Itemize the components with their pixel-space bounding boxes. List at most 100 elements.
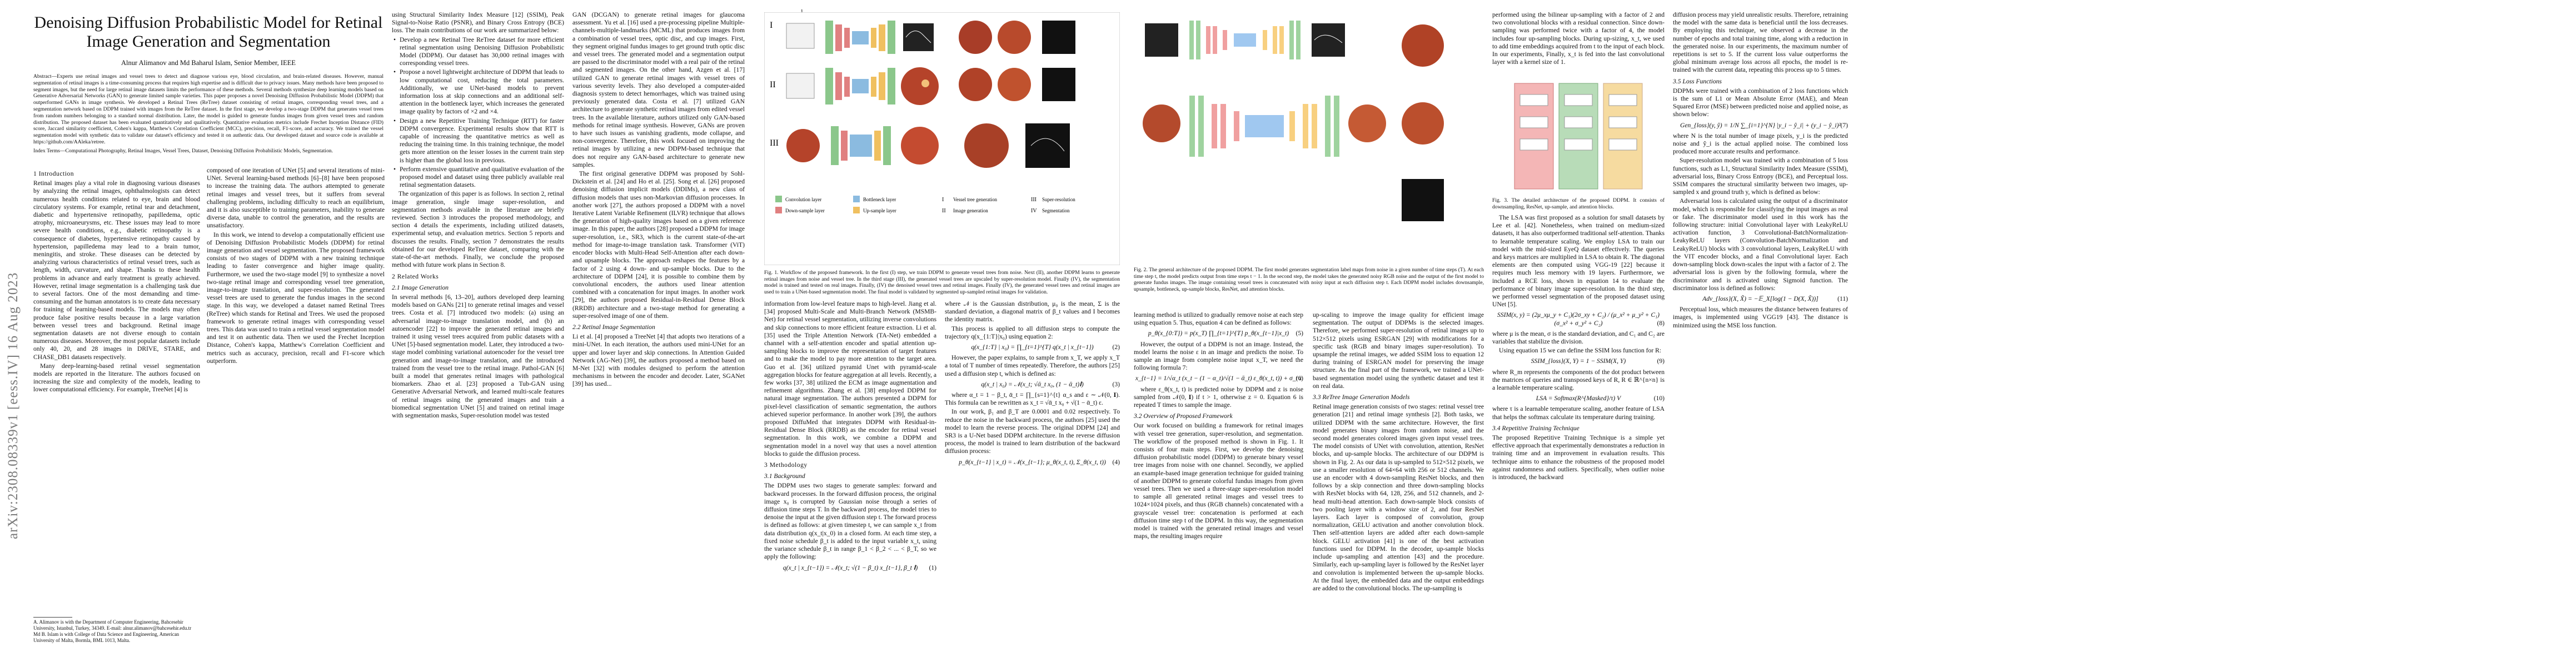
legend-text: Segmentation bbox=[1042, 208, 1070, 213]
paragraph: The first original generative DDPM was p… bbox=[572, 170, 745, 320]
legend-text: Bottleneck layer bbox=[863, 197, 896, 202]
column-8: performed using the bilinear up-sampling… bbox=[1492, 11, 1665, 67]
workflow-diagram: I II III bbox=[764, 12, 1120, 266]
column-2a: composed of one iteration of UNet [5] an… bbox=[207, 167, 385, 366]
paragraph: The LSA was first proposed as a solution… bbox=[1492, 214, 1665, 308]
figure-3-ddpm-detail bbox=[1492, 78, 1665, 195]
legend-text: Vessel tree generation bbox=[953, 197, 997, 202]
fundus-outputs bbox=[1402, 24, 1444, 221]
list-item: Perform extensive quantitative and quali… bbox=[392, 166, 564, 190]
paragraph: composed of one iteration of UNet [5] an… bbox=[207, 167, 385, 230]
middle-unet bbox=[1143, 96, 1386, 157]
paragraph: Retinal image generation consists of two… bbox=[1313, 403, 1484, 592]
paragraph: In several methods [6, 13–20], authors d… bbox=[392, 293, 564, 419]
equation-number: (4) bbox=[1112, 458, 1120, 466]
equation-body: q(x_t | x₀) = 𝒩(x_t; √ᾱ_t x₀, (1 − ᾱ_t)𝐈… bbox=[981, 380, 1084, 388]
paragraph: where ε_θ(x_t, t) is predicted noise by … bbox=[1134, 385, 1303, 409]
equation-number: (5) bbox=[1296, 330, 1303, 337]
paragraph: performed using the bilinear up-sampling… bbox=[1492, 11, 1665, 66]
equation: q(x_t | x_{t−1}) = 𝒩(x_t; √(1 − β_t) x_{… bbox=[764, 564, 936, 572]
paragraph: up-scaling to improve the image quality … bbox=[1313, 311, 1484, 390]
equation-number: (2) bbox=[1112, 344, 1120, 351]
paragraph: The organization of this paper is as fol… bbox=[392, 190, 564, 269]
paragraph: Retinal images play a vital role in diag… bbox=[33, 180, 200, 361]
equation-number: (9) bbox=[1657, 357, 1665, 365]
paragraph: In this work, we intend to develop a com… bbox=[207, 231, 385, 365]
ddpm-block-diagram bbox=[1492, 78, 1665, 195]
paragraph: where N is the total number of image pix… bbox=[1673, 132, 1848, 156]
equation-body: SSIM_{loss}(X, Y) = 1 − SSIM(X, Y) bbox=[1531, 357, 1626, 365]
paper-title: Denoising Diffusion Probabilistic Model … bbox=[34, 13, 383, 51]
section-heading-introduction: 1 Introduction bbox=[33, 170, 74, 177]
column-8b: The LSA was first proposed as a solution… bbox=[1492, 214, 1665, 482]
equation: p_θ(x_{0:T}) = p(x_T) ∏_{t=1}^{T} p_θ(x_… bbox=[1134, 330, 1303, 337]
arxiv-identifier: arXiv:2308.08339v1 [eess.IV] 16 Aug 2023 bbox=[6, 50, 28, 539]
legend-numeral: I bbox=[942, 197, 944, 203]
legend-text: Convolution layer bbox=[785, 197, 821, 202]
equation: SSIM(x, y) = (2μ_xμ_y + C₁)(2σ_xy + C₂) … bbox=[1492, 311, 1665, 327]
equation-number: (1) bbox=[929, 564, 936, 571]
paragraph: Our work focused on building a framework… bbox=[1134, 422, 1303, 540]
equation-body: x_{t−1} = 1/√α_t (x_t − (1 − α_t)/√(1 − … bbox=[1135, 375, 1302, 382]
equation: p_θ(x_{t−1} | x_t) = 𝒩(x_{t−1}; μ_θ(x_t,… bbox=[945, 459, 1120, 466]
equation-body: p_θ(x_{0:T}) = p(x_T) ∏_{t=1}^{T} p_θ(x_… bbox=[1148, 330, 1289, 337]
page-number: 1 bbox=[800, 8, 804, 15]
paragraph: Many deep-learning-based retinal vessel … bbox=[33, 362, 200, 394]
legend-numeral: III bbox=[1031, 197, 1037, 203]
paragraph: However, the output of a DDPM is not an … bbox=[1134, 340, 1303, 372]
footnote: Md B. Islam is with College of Data Scie… bbox=[33, 631, 180, 643]
equation-body: LSA = Softmax(R^{Masked}/τ) V bbox=[1536, 395, 1621, 402]
figure-1-workflow: I II III bbox=[764, 12, 1120, 266]
paragraph: The proposed Repetitive Training Techniq… bbox=[1492, 434, 1665, 481]
paragraph: GAN (DCGAN) to generate retinal images f… bbox=[572, 11, 745, 168]
section-heading-related: 2 Related Works bbox=[392, 272, 439, 280]
column-2: using Structural Similarity Index Measur… bbox=[392, 11, 564, 421]
subsection-heading: 3.5 Loss Functions bbox=[1673, 77, 1722, 85]
equation: Gen_{loss}(y, ŷ) = 1/N ∑_{i=1}^{N} |y_i … bbox=[1673, 122, 1848, 130]
architecture-diagram bbox=[1134, 12, 1484, 262]
column-3: GAN (DCGAN) to generate retinal images f… bbox=[572, 11, 745, 390]
paragraph: information from low-level feature maps … bbox=[764, 300, 936, 457]
equation-body: q(x_{1:T} | x₀) = ∏_{t=1}^{T} q(x_t | x_… bbox=[971, 344, 1094, 351]
column-7: up-scaling to improve the image quality … bbox=[1313, 311, 1484, 594]
subsection-heading: 3.1 Background bbox=[764, 472, 805, 480]
stage-label-II: II bbox=[770, 80, 776, 89]
figure-legend: Convolution layer Down-sample layer Bott… bbox=[775, 196, 1075, 214]
equation-number: (6) bbox=[1296, 375, 1303, 382]
paragraph: where μ is the mean, σ is the standard d… bbox=[1492, 330, 1665, 346]
legend-text: Down-sample layer bbox=[785, 208, 825, 213]
section-heading-methodology: 3 Methodology bbox=[764, 461, 808, 469]
equation-body: p_θ(x_{t−1} | x_t) = 𝒩(x_{t−1}; μ_θ(x_t,… bbox=[959, 458, 1106, 466]
paragraph: Using equation 15 we can define the SSIM… bbox=[1499, 347, 1662, 355]
column-1: 1 Introduction Retinal images play a vit… bbox=[33, 167, 200, 395]
abstract: Abstract—Experts use retinal images and … bbox=[33, 73, 383, 145]
paragraph: This process is applied to all diffusion… bbox=[945, 325, 1120, 340]
equation-number: (11) bbox=[1837, 295, 1848, 302]
paragraph: where R_m represents the components of t… bbox=[1492, 368, 1665, 392]
stage-I-network bbox=[786, 21, 934, 54]
paper-authors: Alnur Alimanov and Md Baharul Islam, Sen… bbox=[121, 59, 296, 67]
figure-2-caption: Fig. 2. The general architecture of the … bbox=[1134, 267, 1484, 292]
column-4: information from low-level feature maps … bbox=[764, 300, 936, 575]
paragraph: where 𝒩 is the Gaussian distribution, μ₀… bbox=[945, 300, 1120, 323]
paragraph: learning method is utilized to gradually… bbox=[1134, 311, 1303, 327]
list-item: Design a new Repetitive Training Techniq… bbox=[392, 117, 564, 165]
column-9: diffusion process may yield unrealistic … bbox=[1673, 11, 1848, 331]
equation-number: (10) bbox=[1653, 395, 1665, 402]
paragraph: The DDPM uses two stages to generate sam… bbox=[764, 482, 936, 561]
figure-2-architecture bbox=[1134, 12, 1484, 262]
subsection-heading: 2.2 Retinal Image Segmentation bbox=[572, 323, 655, 331]
subsection-heading: 3.3 ReTree Image Generation Models bbox=[1313, 394, 1410, 401]
paragraph: However, the paper explains, to sample f… bbox=[945, 354, 1120, 377]
legend-numeral: II bbox=[942, 208, 946, 214]
equation-body: Adv_{loss}(X, X̃) = −𝔼_X[log(1 − D(X, X̃… bbox=[1702, 295, 1818, 302]
legend-text: Image generation bbox=[953, 208, 988, 213]
list-item: Develop a new Retinal Tree ReTree datase… bbox=[392, 36, 564, 68]
paragraph: In our work, β₁ and β_T are 0.0001 and 0… bbox=[945, 408, 1120, 455]
generated-samples-grid bbox=[959, 21, 1075, 168]
equation-body: q(x_t | x_{t−1}) = 𝒩(x_t; √(1 − β_t) x_{… bbox=[783, 564, 918, 571]
subsection-heading: 2.1 Image Generation bbox=[392, 283, 449, 291]
paragraph: where α_t = 1 − β_t, ᾱ_t = ∏_{s=1}^{t} α… bbox=[945, 391, 1120, 407]
paragraph: diffusion process may yield unrealistic … bbox=[1673, 11, 1848, 74]
column-6: learning method is utilized to gradually… bbox=[1134, 311, 1303, 541]
